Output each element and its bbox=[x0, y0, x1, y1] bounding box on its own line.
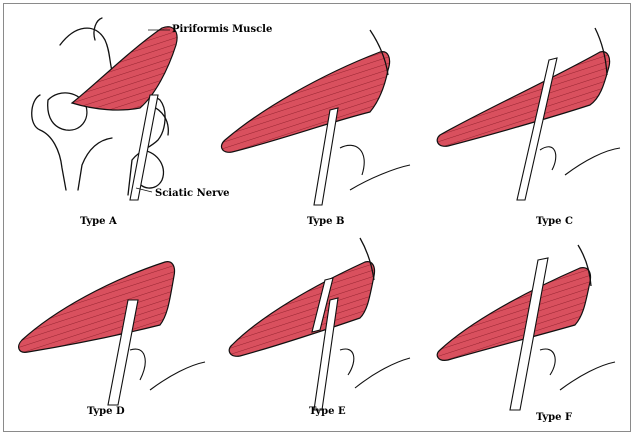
panel-caption-d: Type D bbox=[87, 406, 125, 417]
panel-caption-e: Type E bbox=[309, 406, 346, 417]
piriformis-muscle-b bbox=[221, 52, 389, 153]
panel-f-drawing bbox=[437, 245, 615, 410]
piriformis-muscle-c bbox=[437, 52, 609, 147]
piriformis-muscle-a bbox=[72, 27, 177, 110]
panel-caption-f: Type F bbox=[536, 412, 572, 423]
panel-e-drawing bbox=[229, 238, 410, 410]
piriformis-muscle-label: Piriformis Muscle bbox=[172, 24, 272, 35]
piriformis-muscle-e bbox=[229, 262, 374, 357]
panel-c-drawing bbox=[437, 28, 620, 200]
panel-caption-a: Type A bbox=[80, 216, 117, 227]
panel-d-drawing bbox=[19, 262, 205, 405]
sciatic-nerve-c-upper bbox=[517, 58, 557, 200]
sciatic-nerve-a bbox=[130, 95, 158, 200]
piriformis-muscle-d bbox=[19, 262, 175, 353]
sciatic-nerve-label: Sciatic Nerve bbox=[155, 188, 230, 199]
panel-caption-b: Type B bbox=[307, 216, 344, 227]
panel-caption-c: Type C bbox=[536, 216, 573, 227]
piriformis-muscle-f bbox=[437, 268, 590, 361]
panel-b-drawing bbox=[221, 30, 410, 205]
